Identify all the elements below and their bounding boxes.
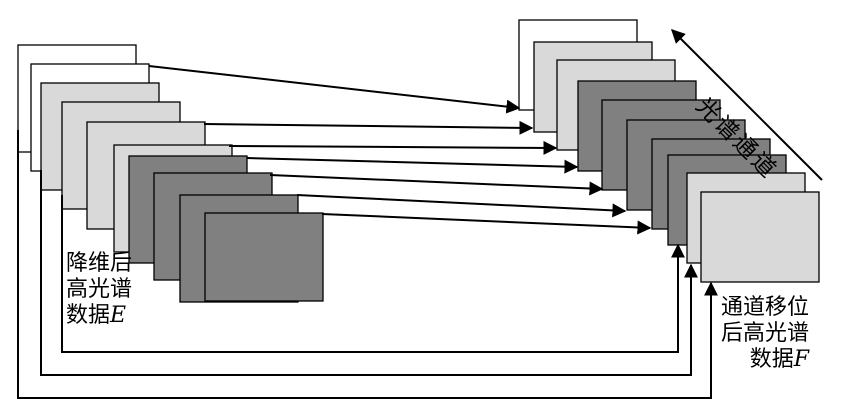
spectral-channel-axis (671, 29, 823, 181)
shift-arrow-6 (296, 194, 627, 218)
data-f-var: F (793, 347, 810, 372)
data-e-label-line-1: 降维后 (66, 251, 133, 276)
shift-arrow-1 (148, 65, 521, 114)
stack-f-slice-10 (700, 191, 820, 283)
data-f-label-line-3: 数据F (721, 347, 809, 373)
data-e-label-text: 数据 (66, 303, 111, 328)
data-f-label: 通道移位 后高光谱 数据F (721, 295, 809, 373)
shift-arrow-2 (203, 120, 534, 135)
data-f-label-line-2: 后高光谱 (721, 321, 810, 346)
wrap-arrow-1 (61, 195, 685, 353)
stack-e-slice-10 (204, 212, 324, 302)
shift-arrow-4 (246, 157, 579, 174)
spectral-axis-arrow (671, 29, 823, 181)
wrap-arrow-2 (40, 170, 698, 376)
data-f-label-line-1: 通道移位 (721, 295, 810, 320)
shift-arrow-5 (269, 174, 604, 196)
data-f-label-text: 数据 (749, 347, 794, 372)
stack-f (518, 19, 820, 283)
stack-e (17, 44, 324, 303)
data-e-label-line-2: 高光谱 (66, 277, 133, 302)
data-e-label-line-3: 数据E (66, 303, 132, 329)
wrap-arrow-3 (17, 130, 718, 399)
shift-arrow-7 (321, 213, 652, 235)
data-e-label: 降维后 高光谱 数据E (66, 251, 132, 329)
data-e-var: E (110, 303, 127, 328)
shift-arrow-3 (228, 140, 558, 155)
shift-arrows (17, 65, 718, 399)
